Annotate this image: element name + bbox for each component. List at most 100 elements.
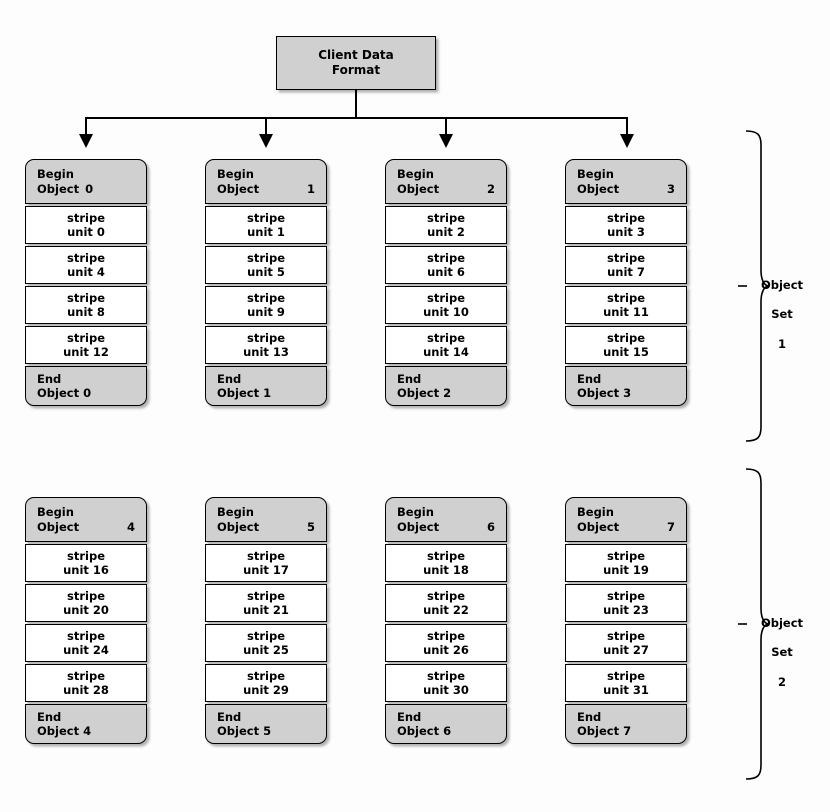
branch-line-0: [85, 117, 87, 139]
stripe-unit-line2-6-1: unit 22: [423, 603, 469, 617]
stripe-unit-line1-0-1: stripe: [67, 250, 105, 265]
begin-object-keyword-7: Begin: [577, 505, 614, 520]
stripe-unit-line1-4-2: stripe: [67, 628, 105, 643]
end-object-label-5: Object 5: [217, 724, 272, 738]
object-set-1-line3: 1: [777, 336, 786, 351]
root-box-client-data-format: Client Data Format: [276, 36, 436, 90]
stripe-unit-line2-2-1: unit 6: [427, 265, 465, 279]
stripe-unit-line2-0-3: unit 12: [63, 345, 109, 359]
stripe-unit-line2-4-2: unit 24: [63, 643, 109, 657]
end-object-label-0: Object 0: [37, 386, 92, 400]
stripe-unit-line2-2-0: unit 2: [427, 225, 465, 239]
stripe-unit-line1-4-3: stripe: [67, 668, 105, 683]
end-object-label-6: Object 6: [397, 724, 452, 738]
stripe-unit-line1-7-3: stripe: [607, 668, 645, 683]
stripe-unit-line2-3-1: unit 7: [607, 265, 645, 279]
begin-object-keyword-4: Begin: [37, 505, 74, 520]
stripe-unit-line2-1-3: unit 13: [243, 345, 289, 359]
stripe-unit-line1-2-1: stripe: [427, 250, 465, 265]
stripe-unit-line2-6-3: unit 30: [423, 683, 469, 697]
stripe-unit-line1-5-3: stripe: [247, 668, 285, 683]
stripe-unit-line1-3-2: stripe: [607, 290, 645, 305]
stripe-unit-line2-5-3: unit 29: [243, 683, 289, 697]
stripe-unit-line2-4-1: unit 20: [63, 603, 109, 617]
stripe-unit-line2-7-2: unit 27: [603, 643, 649, 657]
begin-object-number-7: 7: [666, 519, 675, 534]
root-stem-line: [355, 90, 357, 118]
stripe-unit-line1-7-0: stripe: [607, 548, 645, 563]
object-set-label-2: Object Set 2: [752, 601, 812, 689]
stripe-unit-line1-0-0: stripe: [67, 210, 105, 225]
object-set-brace-2: [700, 468, 769, 780]
stripe-unit-line2-6-2: unit 26: [423, 643, 469, 657]
begin-object-label-5: Object: [217, 519, 260, 534]
stripe-unit-line2-7-3: unit 31: [603, 683, 649, 697]
end-object-keyword-2: End: [397, 371, 422, 386]
stripe-unit-line2-5-1: unit 21: [243, 603, 289, 617]
end-object-keyword-7: End: [577, 709, 602, 724]
object-set-brace-1: [700, 130, 769, 442]
begin-object-number-3: 3: [666, 181, 675, 196]
stripe-unit-line1-0-2: stripe: [67, 290, 105, 305]
begin-object-number-5: 5: [306, 519, 315, 534]
branch-arrow-3: [619, 134, 634, 148]
stripe-unit-line1-7-1: stripe: [607, 588, 645, 603]
stripe-unit-line2-5-2: unit 25: [243, 643, 289, 657]
begin-object-number-0: 0: [85, 181, 94, 196]
object-set-label-1: Object Set 1: [752, 263, 812, 351]
stripe-unit-line1-5-2: stripe: [247, 628, 285, 643]
stripe-unit-line1-1-1: stripe: [247, 250, 285, 265]
stripe-unit-line1-2-2: stripe: [427, 290, 465, 305]
stripe-unit-line2-3-2: unit 11: [603, 305, 649, 319]
stripe-unit-line1-2-3: stripe: [427, 330, 465, 345]
end-object-keyword-5: End: [217, 709, 242, 724]
begin-object-number-6: 6: [486, 519, 495, 534]
begin-object-label-7: Object: [577, 519, 620, 534]
stripe-unit-line1-1-2: stripe: [247, 290, 285, 305]
branch-line-3: [626, 117, 628, 139]
begin-object-label-2: Object: [397, 181, 440, 196]
begin-object-label-4: Object: [37, 519, 80, 534]
stripe-unit-line2-0-2: unit 8: [67, 305, 105, 319]
begin-object-keyword-5: Begin: [217, 505, 254, 520]
stripe-unit-line1-6-3: stripe: [427, 668, 465, 683]
stripe-unit-line2-2-3: unit 14: [423, 345, 469, 359]
begin-object-keyword-0: Begin: [37, 167, 74, 182]
stripe-unit-line1-6-2: stripe: [427, 628, 465, 643]
stripe-unit-line2-3-3: unit 15: [603, 345, 649, 359]
stripe-unit-line1-1-3: stripe: [247, 330, 285, 345]
stripe-unit-line1-0-3: stripe: [67, 330, 105, 345]
object-set-1-line2: Set: [771, 307, 793, 322]
branch-arrow-0: [78, 134, 93, 148]
object-set-2-line3: 2: [777, 674, 786, 689]
stripe-unit-line2-1-2: unit 9: [247, 305, 285, 319]
end-object-keyword-6: End: [397, 709, 422, 724]
stripe-unit-line1-3-3: stripe: [607, 330, 645, 345]
